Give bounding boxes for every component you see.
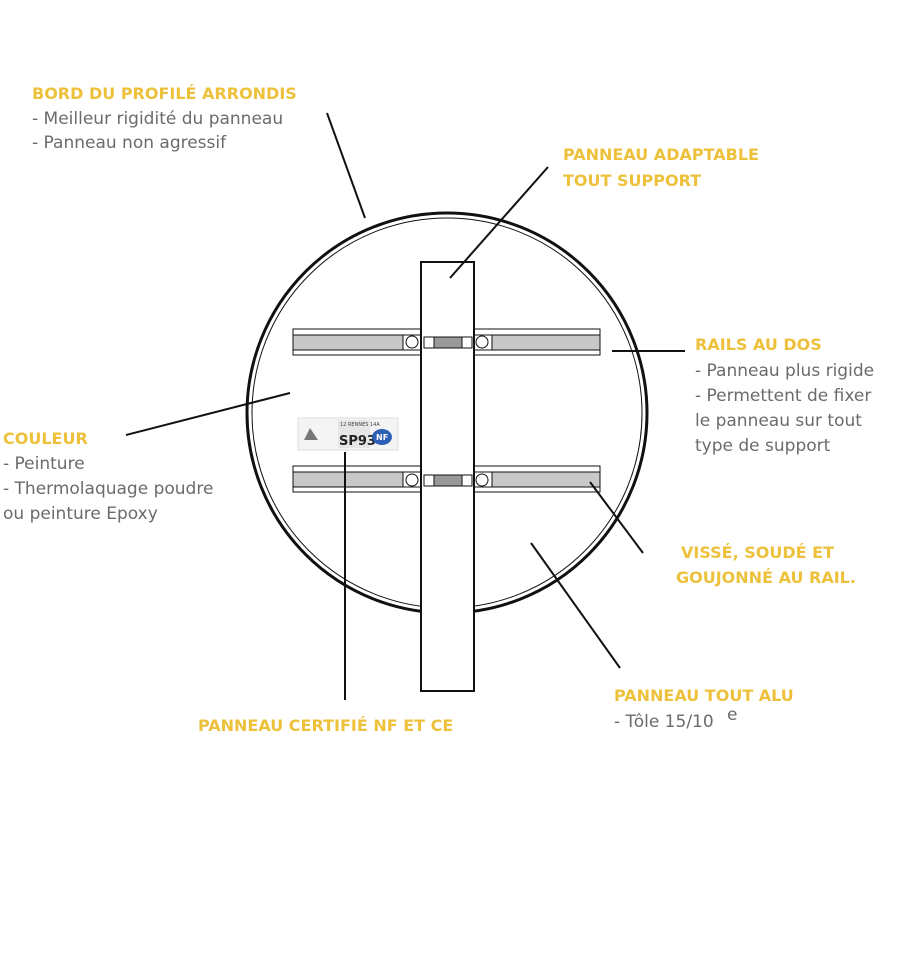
svg-text:GOUJONNÉ AU RAIL.: GOUJONNÉ AU RAIL. bbox=[676, 568, 856, 587]
svg-text:type de support: type de support bbox=[695, 436, 831, 456]
label-adaptable: PANNEAU ADAPTABLE TOUT SUPPORT bbox=[563, 145, 759, 190]
svg-text:BORD DU PROFILÉ ARRONDIS: BORD DU PROFILÉ ARRONDIS bbox=[32, 84, 297, 103]
svg-text:VISSÉ, SOUDÉ ET: VISSÉ, SOUDÉ ET bbox=[681, 543, 834, 562]
svg-text:RAILS AU DOS: RAILS AU DOS bbox=[695, 335, 822, 354]
svg-text:- Tôle 15/10: - Tôle 15/10 bbox=[614, 712, 714, 732]
label-visse: VISSÉ, SOUDÉ ET GOUJONNÉ AU RAIL. bbox=[676, 543, 856, 587]
svg-text:- Permettent de fixer: - Permettent de fixer bbox=[695, 386, 871, 406]
leader-lines bbox=[125, 112, 685, 700]
label-couleur: COULEUR - Peinture - Thermolaquage poudr… bbox=[3, 429, 213, 524]
svg-text:TOUT SUPPORT: TOUT SUPPORT bbox=[563, 171, 701, 190]
svg-text:- Panneau non agressif: - Panneau non agressif bbox=[32, 133, 227, 153]
label-rails: RAILS AU DOS - Panneau plus rigide - Per… bbox=[695, 335, 874, 456]
clamp-upper bbox=[423, 336, 473, 349]
label-nf: PANNEAU CERTIFIÉ NF ET CE bbox=[198, 716, 453, 735]
manufacturer-logo-icon bbox=[304, 428, 318, 440]
svg-text:ou peinture Epoxy: ou peinture Epoxy bbox=[3, 504, 158, 524]
nf-badge-icon bbox=[372, 429, 392, 445]
svg-text:PANNEAU CERTIFIÉ NF ET CE: PANNEAU CERTIFIÉ NF ET CE bbox=[198, 716, 453, 735]
sticker-code: SP93 bbox=[339, 434, 376, 449]
svg-text:PANNEAU ADAPTABLE: PANNEAU ADAPTABLE bbox=[563, 145, 759, 164]
label-alu: PANNEAU TOUT ALU - Tôle 15/10 e bbox=[614, 686, 794, 732]
nf-sticker: 12 RENNES 14A SP93 NF bbox=[297, 417, 399, 451]
svg-text:- Panneau plus rigide: - Panneau plus rigide bbox=[695, 361, 874, 381]
svg-text:PANNEAU TOUT ALU: PANNEAU TOUT ALU bbox=[614, 686, 794, 705]
nf-badge-text: NF bbox=[376, 433, 388, 442]
svg-text:- Meilleur rigidité du panneau: - Meilleur rigidité du panneau bbox=[32, 109, 283, 129]
sticker-top-text: 12 RENNES 14A bbox=[340, 422, 380, 428]
svg-text:- Peinture: - Peinture bbox=[3, 454, 85, 474]
clamp-lower bbox=[423, 474, 473, 487]
svg-text:e: e bbox=[727, 705, 737, 725]
svg-text:- Thermolaquage poudre: - Thermolaquage poudre bbox=[3, 479, 213, 499]
svg-text:COULEUR: COULEUR bbox=[3, 429, 88, 448]
svg-text:le panneau sur tout: le panneau sur tout bbox=[695, 411, 862, 431]
label-bord: BORD DU PROFILÉ ARRONDIS - Meilleur rigi… bbox=[32, 84, 297, 153]
